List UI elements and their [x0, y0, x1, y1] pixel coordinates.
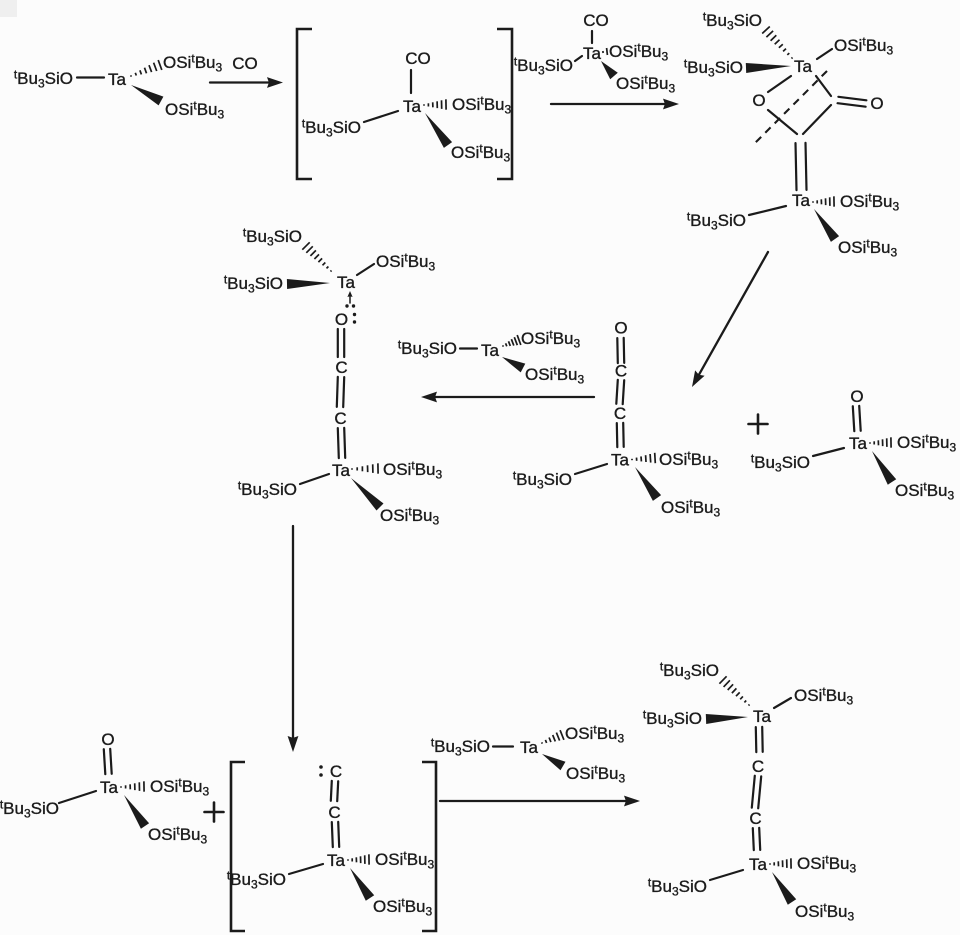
- svg-text:OSitBu3: OSitBu3: [661, 496, 720, 519]
- svg-text:OSitBu3: OSitBu3: [380, 504, 439, 527]
- svg-text:Ta: Ta: [100, 778, 119, 797]
- svg-text:tBu3SiO: tBu3SiO: [684, 56, 743, 79]
- svg-text:OSitBu3: OSitBu3: [163, 51, 222, 74]
- svg-text:OSitBu3: OSitBu3: [451, 141, 510, 164]
- svg-text:tBu3SiO: tBu3SiO: [224, 272, 283, 295]
- svg-text:tBu3SiO: tBu3SiO: [431, 735, 490, 758]
- svg-text:OSitBu3: OSitBu3: [840, 190, 899, 213]
- svg-text:C: C: [614, 404, 626, 423]
- svg-text:tBu3SiO: tBu3SiO: [648, 875, 707, 898]
- svg-text:OSitBu3: OSitBu3: [565, 722, 624, 745]
- svg-text:Ta: Ta: [753, 707, 772, 726]
- svg-text:OSitBu3: OSitBu3: [566, 762, 625, 785]
- svg-text:OSitBu3: OSitBu3: [521, 327, 580, 350]
- svg-text:Ta: Ta: [611, 451, 630, 470]
- svg-text:Ta: Ta: [337, 273, 356, 292]
- svg-text:OSitBu3: OSitBu3: [659, 448, 718, 471]
- svg-text:OSitBu3: OSitBu3: [609, 40, 668, 63]
- svg-text:O: O: [101, 730, 114, 749]
- svg-text:tBu3SiO: tBu3SiO: [227, 868, 286, 891]
- svg-text:tBu3SiO: tBu3SiO: [751, 451, 810, 474]
- svg-text:tBu3SiO: tBu3SiO: [302, 116, 361, 139]
- svg-text:O: O: [752, 91, 765, 110]
- svg-text:Ta: Ta: [583, 44, 602, 63]
- svg-text:Ta: Ta: [108, 70, 127, 89]
- svg-text:tBu3SiO: tBu3SiO: [643, 707, 702, 730]
- svg-text:tBu3SiO: tBu3SiO: [398, 337, 457, 360]
- svg-text:OSitBu3: OSitBu3: [895, 479, 954, 502]
- svg-text:tBu3SiO: tBu3SiO: [660, 659, 719, 682]
- svg-text:tBu3SiO: tBu3SiO: [0, 797, 59, 820]
- svg-text:Ta: Ta: [332, 461, 351, 480]
- svg-text:tBu3SiO: tBu3SiO: [687, 209, 746, 232]
- svg-text:Ta: Ta: [327, 851, 346, 870]
- svg-text:Ta: Ta: [792, 191, 811, 210]
- svg-text:Ta: Ta: [481, 341, 500, 360]
- svg-text:tBu3SiO: tBu3SiO: [243, 225, 302, 248]
- svg-text:OSitBu3: OSitBu3: [383, 458, 442, 481]
- svg-text:OSitBu3: OSitBu3: [525, 363, 584, 386]
- svg-text:O: O: [335, 310, 348, 329]
- svg-text:OSitBu3: OSitBu3: [375, 848, 434, 871]
- svg-text:tBu3SiO: tBu3SiO: [14, 67, 73, 90]
- svg-text:OSitBu3: OSitBu3: [794, 684, 853, 707]
- svg-text:OSitBu3: OSitBu3: [797, 852, 856, 875]
- svg-text:Ta: Ta: [520, 738, 539, 757]
- svg-text:tBu3SiO: tBu3SiO: [238, 478, 297, 501]
- svg-text:O: O: [614, 319, 627, 338]
- svg-text:tBu3SiO: tBu3SiO: [514, 54, 573, 77]
- svg-text:OSitBu3: OSitBu3: [376, 250, 435, 273]
- svg-text:OSitBu3: OSitBu3: [897, 431, 956, 454]
- svg-text:OSitBu3: OSitBu3: [795, 900, 854, 923]
- svg-text:OSitBu3: OSitBu3: [148, 823, 207, 846]
- svg-text:OSitBu3: OSitBu3: [452, 93, 511, 116]
- svg-text:C: C: [335, 358, 347, 377]
- svg-text:Ta: Ta: [849, 434, 868, 453]
- svg-text:CO: CO: [405, 49, 431, 68]
- svg-text:OSitBu3: OSitBu3: [834, 34, 893, 57]
- svg-text:OSitBu3: OSitBu3: [150, 775, 209, 798]
- svg-text:C: C: [334, 409, 346, 428]
- svg-text:C: C: [330, 762, 342, 781]
- svg-text:C: C: [328, 803, 340, 822]
- svg-text:tBu3SiO: tBu3SiO: [513, 468, 572, 491]
- svg-text:O: O: [870, 94, 883, 113]
- svg-text:C: C: [615, 362, 627, 381]
- svg-text:CO: CO: [232, 54, 258, 73]
- svg-text:OSitBu3: OSitBu3: [838, 236, 897, 259]
- svg-text:OSitBu3: OSitBu3: [373, 895, 432, 918]
- svg-text:C: C: [752, 757, 764, 776]
- svg-text:OSitBu3: OSitBu3: [165, 98, 224, 121]
- svg-text:Ta: Ta: [794, 57, 813, 76]
- svg-text:O: O: [850, 387, 863, 406]
- svg-text:CO: CO: [583, 11, 609, 30]
- svg-text:Ta: Ta: [749, 855, 768, 874]
- svg-text:Ta: Ta: [403, 97, 422, 116]
- svg-text:tBu3SiO: tBu3SiO: [703, 9, 762, 32]
- svg-text:OSitBu3: OSitBu3: [616, 72, 675, 95]
- svg-text:C: C: [749, 809, 761, 828]
